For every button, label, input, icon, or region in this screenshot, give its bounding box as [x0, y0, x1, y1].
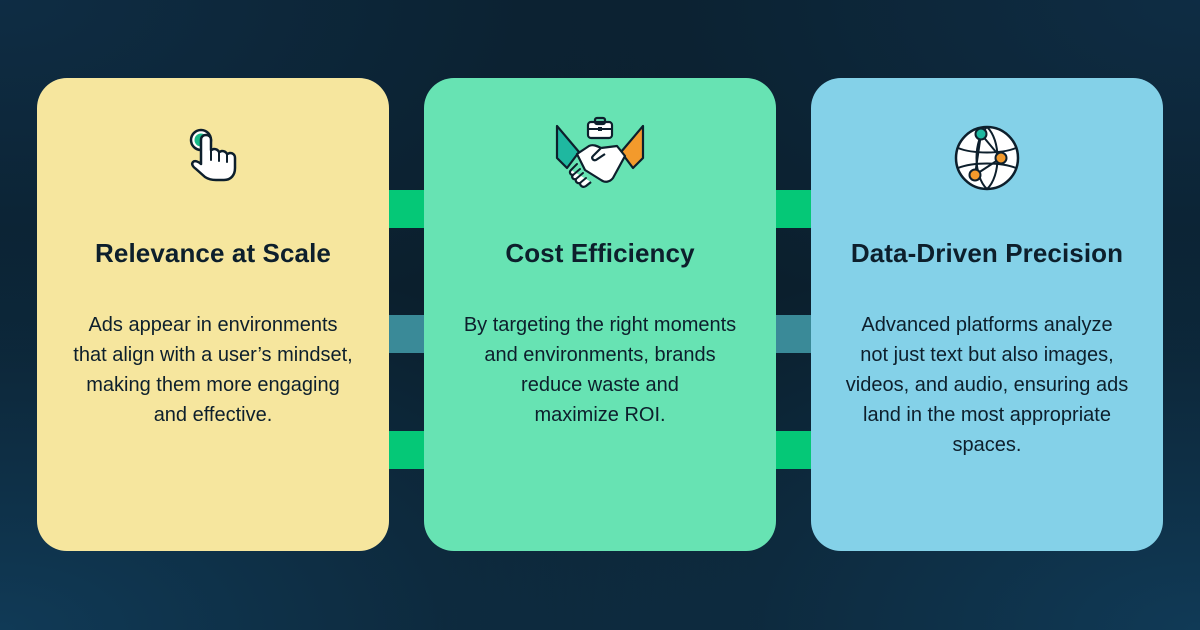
card-relevance-at-scale: Relevance at Scale Ads appear in environ…	[37, 78, 389, 551]
globe-network-icon	[954, 125, 1020, 191]
connector-bottom-2	[775, 431, 813, 469]
connector-middle-1	[388, 315, 426, 353]
card-description: Advanced platforms analyze not just text…	[845, 314, 1129, 456]
card-title: Relevance at Scale	[95, 238, 331, 268]
connector-middle-2	[775, 315, 813, 353]
card-title: Cost Efficiency	[505, 238, 695, 268]
pointer-hand-icon	[189, 128, 237, 182]
connector-bottom-1	[388, 431, 426, 469]
connector-top-1	[388, 190, 426, 228]
connector-top-2	[775, 190, 813, 228]
handshake-icon	[555, 116, 645, 188]
card-description: Ads appear in environments that align wi…	[73, 314, 353, 426]
card-data-driven-precision: Data-Driven Precision Advanced platforms…	[811, 78, 1163, 551]
card-title: Data-Driven Precision	[850, 238, 1124, 268]
card-cost-efficiency: Cost Efficiency By targeting the right m…	[424, 78, 776, 551]
card-description: By targeting the right moments and envir…	[463, 314, 737, 426]
